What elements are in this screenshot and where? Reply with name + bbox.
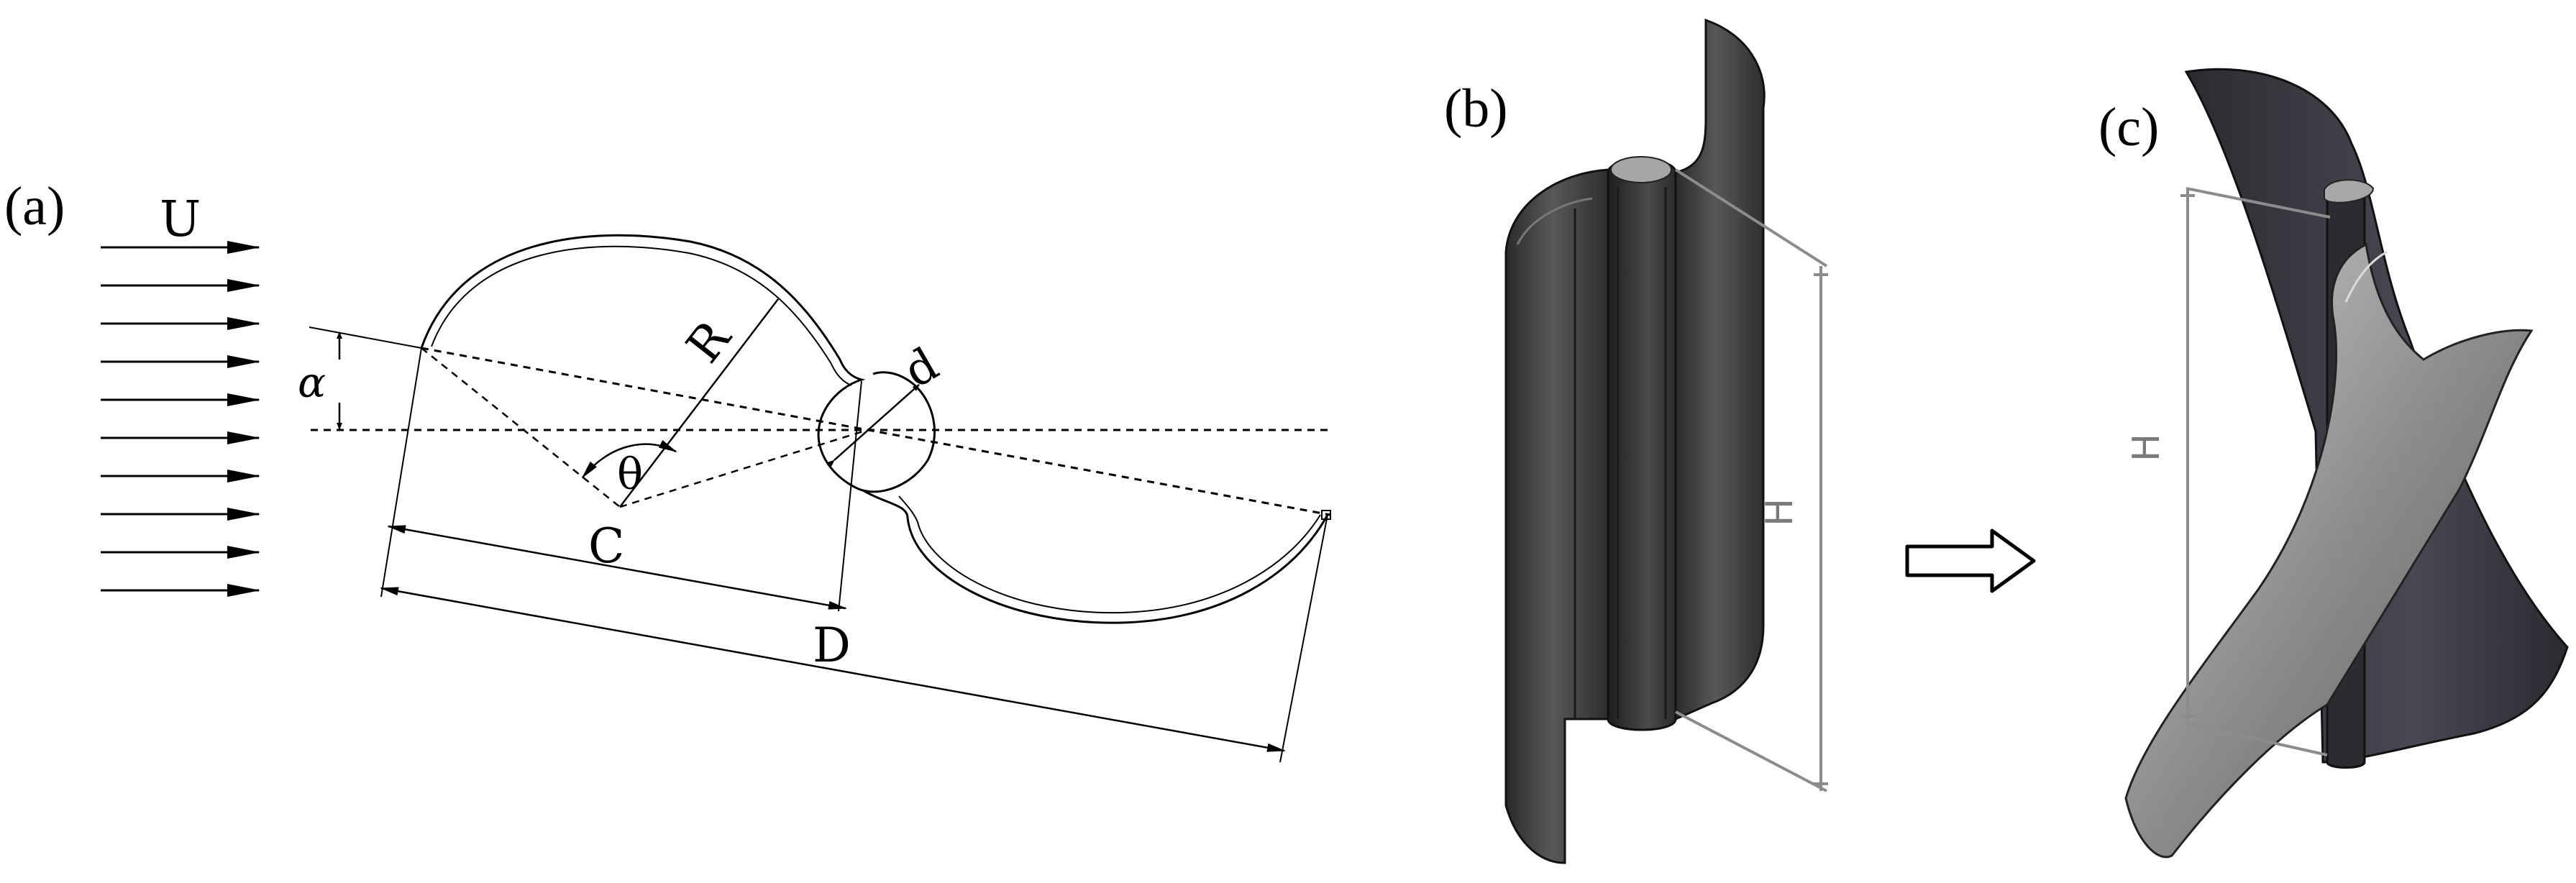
panel-c: (c) H [2098, 68, 2569, 859]
radius-dashed [421, 347, 621, 508]
chord-dimension-d [380, 587, 1286, 752]
panel-a-label: (a) [4, 176, 65, 237]
flow-velocity-label: U [160, 191, 201, 248]
overlap-bulb-inner [831, 363, 852, 386]
theta-arc [581, 439, 677, 479]
upper-blade-inner [431, 245, 832, 365]
panel-b-label: (b) [1444, 78, 1508, 139]
flow-arrows [101, 241, 260, 597]
overlap-label: d [895, 338, 947, 399]
rotor-b-front-blade-edge [1516, 197, 1593, 245]
upper-blade [420, 234, 841, 360]
rotor-c-front-edge [2344, 250, 2388, 303]
rotor-b-shaft-top [1610, 156, 1672, 183]
dimension-ext [838, 380, 862, 612]
height-label-b: H [1758, 498, 1801, 526]
rotor-b-back-blade [1674, 18, 1766, 721]
center-to-overlap [619, 430, 864, 508]
panel-c-label: (c) [2098, 97, 2159, 157]
lower-blade [862, 489, 1329, 624]
chord-line [421, 347, 1331, 516]
panel-a: (a) U α [4, 176, 1331, 763]
radius-label: R [676, 309, 743, 372]
lower-blade-inner [898, 495, 1321, 614]
height-dimension-c [2180, 187, 2331, 756]
theta-label: θ [617, 449, 643, 500]
height-dimension-b [1674, 168, 1828, 792]
right-outline-arrow-icon [1905, 529, 2036, 593]
alpha-extension-line [309, 326, 422, 349]
overlap-dimension [827, 384, 920, 467]
rotor-c-shaft-top [2324, 179, 2375, 203]
chord-c-label: D [813, 618, 851, 673]
rotor-c-front-blade [2124, 242, 2534, 859]
height-label-c: H [2125, 434, 2168, 462]
dimension-ext [380, 347, 422, 598]
rotor-b-front-blade [1504, 168, 1609, 864]
dimension-ext [1279, 514, 1328, 763]
panel-b: (b) H [1444, 18, 1828, 864]
alpha-label: α [298, 358, 326, 407]
